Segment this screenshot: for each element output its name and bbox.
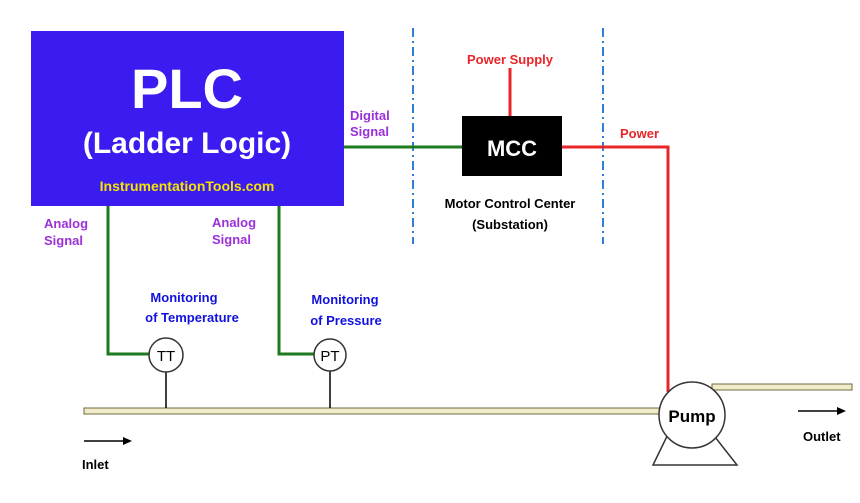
pt-analog-signal-label-line1: Analog [212, 215, 256, 230]
power-label: Power [620, 126, 659, 141]
pump-body [658, 381, 726, 449]
outlet-arrow-icon [798, 407, 846, 415]
pt-caption-line1: Monitoring [311, 292, 378, 307]
mcc-label: MCC [487, 136, 537, 161]
tt-caption-line2: of Temperature [145, 310, 239, 325]
pressure-transmitter-label: PT [320, 348, 339, 365]
mcc-caption-line1: Motor Control Center [445, 196, 576, 211]
inlet-pipe [83, 407, 667, 415]
inlet-arrow-icon [84, 437, 132, 445]
pt-analog-signal-label-line2: Signal [212, 232, 251, 247]
digital-signal-label-line2: Signal [350, 124, 389, 139]
plc-watermark: InstrumentationTools.com [100, 178, 275, 194]
inlet-label: Inlet [82, 457, 109, 472]
pump-label: Pump [668, 407, 715, 426]
tt-analog-signal-label-line2: Signal [44, 233, 83, 248]
pump-power-wire [562, 145, 670, 392]
pressure-transmitter-bubble [313, 338, 347, 372]
temperature-transmitter-label: TT [157, 348, 175, 365]
temperature-transmitter-bubble [148, 337, 184, 373]
pt-signal-wire [277, 206, 316, 356]
outlet-label: Outlet [803, 429, 841, 444]
tt-caption-line1: Monitoring [150, 290, 217, 305]
outlet-pipe [711, 383, 853, 391]
plc-subtitle: (Ladder Logic) [83, 127, 291, 160]
mcc-block [462, 116, 562, 176]
tt-analog-signal-label-line1: Analog [44, 216, 88, 231]
power-supply-label: Power Supply [467, 52, 554, 67]
pt-caption-line2: of Pressure [310, 313, 382, 328]
mcc-caption-line2: (Substation) [472, 217, 548, 232]
digital-signal-label-line1: Digital [350, 108, 390, 123]
tt-signal-wire [106, 206, 150, 356]
plc-title: PLC [131, 57, 243, 120]
plc-block [31, 31, 344, 206]
